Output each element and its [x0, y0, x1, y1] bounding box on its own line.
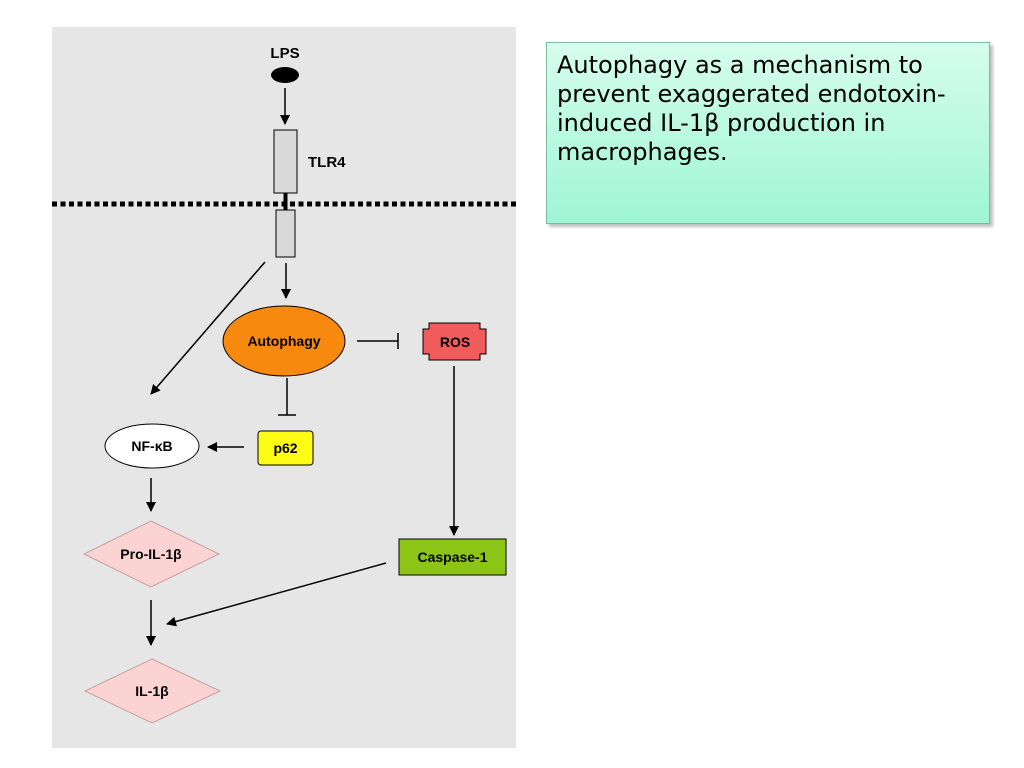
- p62-node: [257, 430, 314, 466]
- caspase1-label: Caspase-1: [417, 549, 487, 565]
- tlr4-label: TLR4: [308, 154, 346, 171]
- ros-label: ROS: [440, 334, 470, 350]
- lps-ellipse: [271, 67, 299, 83]
- caption-text: Autophagy as a mechanism to prevent exag…: [557, 51, 946, 166]
- caspase1-node: [398, 538, 507, 576]
- autophagy-label: Autophagy: [247, 333, 320, 349]
- nfkb-label: NF-κB: [131, 438, 172, 454]
- autophagy-node: [222, 305, 346, 377]
- arrow-caspase1-il1b: [166, 562, 387, 627]
- tlr4-receptor-outer: [273, 129, 298, 194]
- il1b-label: IL-1β: [135, 683, 169, 699]
- tlr4-receptor-inner: [275, 209, 296, 258]
- arrow-tlr4-nfkb: [150, 261, 266, 395]
- il1b-node: [83, 658, 222, 724]
- caption-box: Autophagy as a mechanism to prevent exag…: [546, 42, 990, 224]
- pro-il1b-label: Pro-IL-1β: [120, 546, 182, 562]
- pro-il1b-node: [82, 520, 221, 588]
- p62-label: p62: [273, 440, 297, 456]
- ros-node: [422, 322, 487, 361]
- nfkb-node: [104, 423, 200, 469]
- lps-label: LPS: [270, 45, 299, 62]
